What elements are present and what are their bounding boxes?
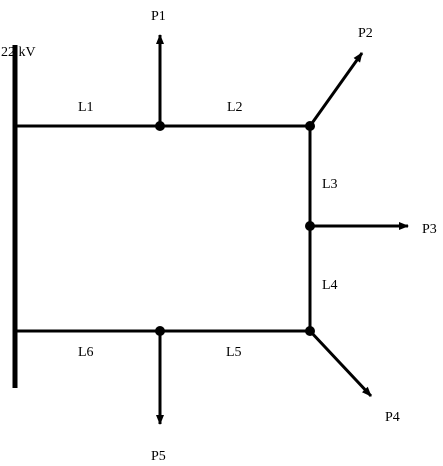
bus-voltage-label: 22 kV bbox=[1, 45, 36, 60]
node-junction-p3 bbox=[305, 221, 315, 231]
load-label-p4: P4 bbox=[385, 410, 400, 425]
load-arrow-p4 bbox=[308, 329, 373, 398]
line-label-l6: L6 bbox=[78, 345, 94, 360]
line-label-l5: L5 bbox=[226, 345, 242, 360]
load-arrow-p2 bbox=[308, 52, 364, 127]
load-label-p3: P3 bbox=[422, 222, 437, 237]
load-label-p5: P5 bbox=[151, 449, 166, 464]
line-label-l4: L4 bbox=[322, 278, 338, 293]
node-junction-p2 bbox=[305, 121, 315, 131]
load-label-p2: P2 bbox=[358, 26, 373, 41]
node-junction-p4 bbox=[305, 326, 315, 336]
node-junction-p5 bbox=[155, 326, 165, 336]
node-junction-p1 bbox=[155, 121, 165, 131]
line-label-l2: L2 bbox=[227, 100, 243, 115]
load-label-p1: P1 bbox=[151, 9, 166, 24]
line-label-l1: L1 bbox=[78, 100, 94, 115]
line-label-l3: L3 bbox=[322, 177, 338, 192]
